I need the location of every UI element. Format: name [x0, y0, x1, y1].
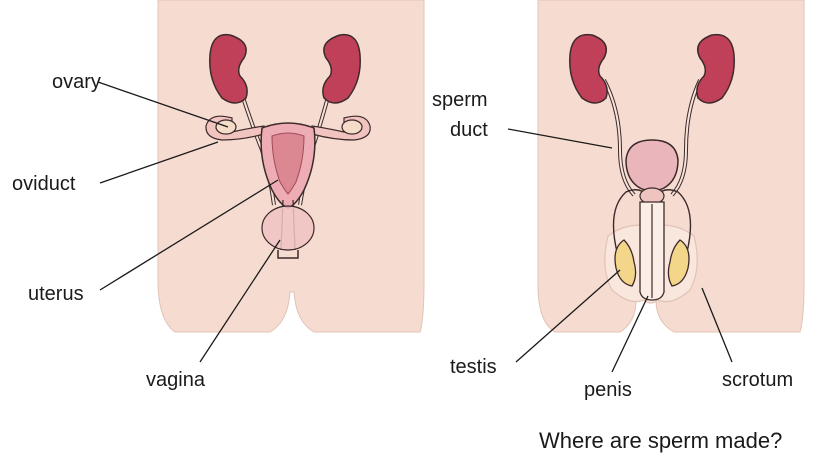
label-vagina: vagina — [146, 370, 205, 390]
ovary-left — [216, 120, 236, 134]
female-figure — [158, 0, 424, 332]
label-penis: penis — [584, 380, 632, 400]
ovary-right — [342, 120, 362, 134]
label-ovary: ovary — [52, 72, 101, 92]
label-sperm-duct-line1: sperm — [432, 90, 488, 110]
label-oviduct: oviduct — [12, 174, 75, 194]
female-bladder — [262, 206, 314, 250]
male-bladder — [626, 140, 678, 191]
question-text: Where are sperm made? — [539, 430, 782, 452]
male-figure — [538, 0, 804, 332]
label-testis: testis — [450, 357, 497, 377]
label-scrotum: scrotum — [722, 370, 793, 390]
label-uterus: uterus — [28, 284, 84, 304]
label-sperm-duct-line2: duct — [450, 120, 488, 140]
